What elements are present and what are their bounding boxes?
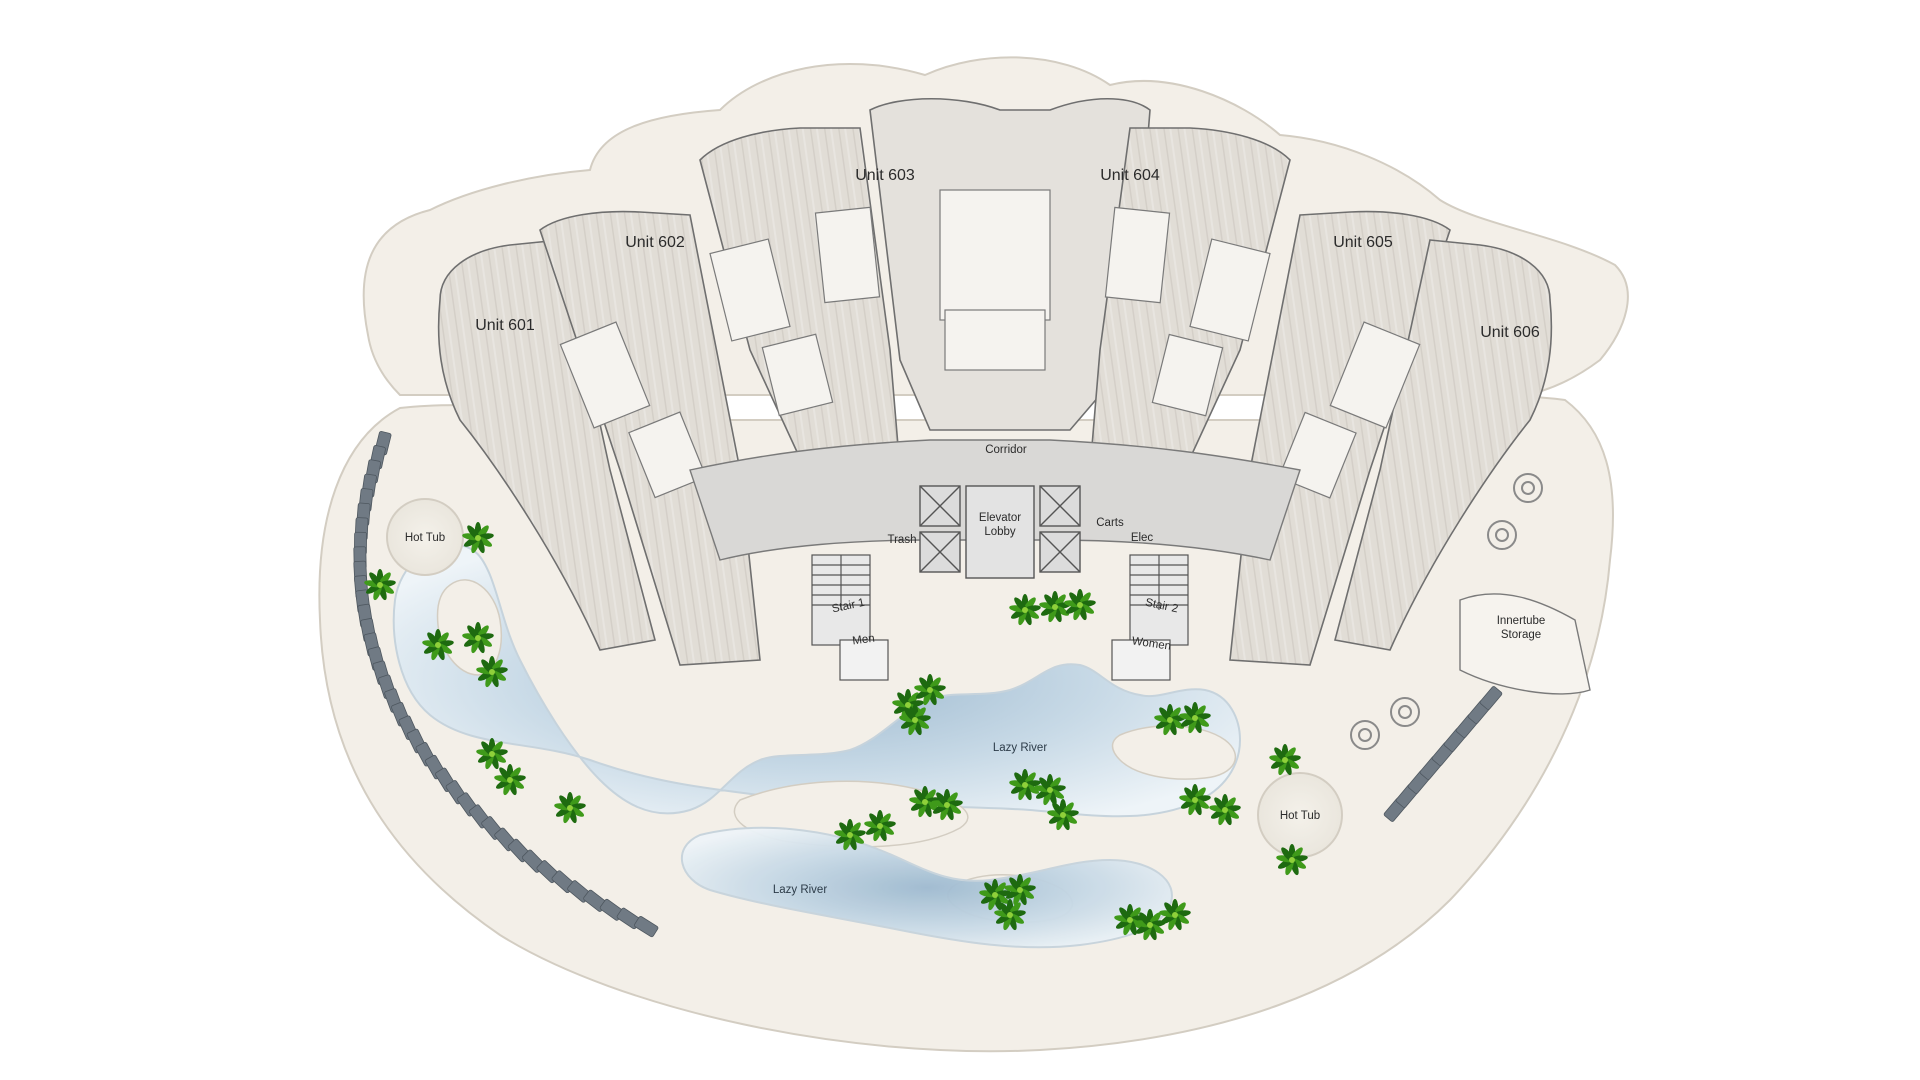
palm-tree-icon: [1134, 909, 1166, 941]
palm-tree-icon: [909, 786, 941, 818]
palm-tree-icon: [1209, 794, 1241, 826]
palm-tree-icon: [1034, 774, 1066, 806]
palm-tree-icon: [834, 819, 866, 851]
men-restroom-label: Men: [852, 633, 876, 648]
innertube-storage-label-2: Storage: [1501, 629, 1541, 641]
unit-606-floor[interactable]: [1334, 239, 1553, 651]
table-chairs-icon: [1487, 520, 1517, 550]
elec-label: Elec: [1131, 532, 1154, 544]
palm-tree-icon: [462, 622, 494, 654]
unit-601-floor[interactable]: [437, 239, 656, 651]
stair-1: [811, 554, 889, 681]
palm-tree-icon: [1159, 899, 1191, 931]
palm-tree-icon: [1039, 591, 1071, 623]
palm-tree-icon: [1047, 799, 1079, 831]
palm-trees: [364, 522, 1308, 941]
palm-tree-icon: [899, 704, 931, 736]
unit-603-label: Unit 603: [855, 167, 915, 184]
palm-tree-icon: [1064, 589, 1096, 621]
hot-tub-left: [386, 498, 464, 576]
unit-605-label: Unit 605: [1333, 234, 1393, 251]
unit-labels: Unit 601 Unit 602 Unit 603 Unit 604 Unit…: [475, 167, 1540, 341]
stair-2: [1111, 554, 1189, 681]
palm-tree-icon: [476, 656, 508, 688]
lounge-chairs: [353, 431, 1503, 938]
palm-tree-icon: [979, 879, 1011, 911]
palm-tree-icon: [931, 789, 963, 821]
palm-tree-icon: [1269, 744, 1301, 776]
hot-tub-right-label: Hot Tub: [1280, 810, 1320, 822]
innertube-storage-label-1: Innertube: [1497, 615, 1546, 627]
unit-interiors: [559, 189, 1421, 499]
palm-tree-icon: [1179, 784, 1211, 816]
elevator-lobby-label-1: Elevator: [979, 512, 1021, 524]
innertube-storage: [1459, 593, 1591, 695]
amenity-labels: Hot Tub Hot Tub Lazy River Lazy River In…: [405, 532, 1545, 896]
lazy-river-upper-label: Lazy River: [993, 742, 1047, 754]
lounge-chair-icon: [634, 916, 659, 938]
palm-tree-icon: [1179, 702, 1211, 734]
palm-tree-icon: [422, 629, 454, 661]
table-chairs-icon: [1513, 473, 1543, 503]
unit-602-label: Unit 602: [625, 234, 685, 251]
palm-tree-icon: [1009, 594, 1041, 626]
palm-tree-icon: [462, 522, 494, 554]
women-restroom-label: Women: [1131, 635, 1172, 652]
palm-tree-icon: [476, 738, 508, 770]
palm-tree-icon: [864, 810, 896, 842]
palm-tree-icon: [1009, 769, 1041, 801]
palm-tree-icon: [1004, 874, 1036, 906]
palm-tree-icon: [914, 674, 946, 706]
palm-tree-icon: [364, 569, 396, 601]
elevator-lobby-label-2: Lobby: [984, 526, 1016, 538]
stair-icon: [812, 555, 870, 610]
elevator-core: [919, 485, 1081, 579]
palm-tree-icon: [994, 899, 1026, 931]
hot-tub-left-label: Hot Tub: [405, 532, 445, 544]
lazy-river-lower-label: Lazy River: [773, 884, 827, 896]
palm-tree-icon: [554, 792, 586, 824]
palm-tree-icon: [1276, 844, 1308, 876]
corridor-label: Corridor: [985, 444, 1027, 456]
trash-label: Trash: [888, 534, 917, 546]
palm-tree-icon: [1154, 704, 1186, 736]
table-chairs-icon: [1390, 697, 1420, 727]
table-chairs-icon: [1350, 720, 1380, 750]
table-chairs-sets: [1350, 473, 1543, 750]
stair-icon: [1130, 555, 1188, 610]
unit-601-label: Unit 601: [475, 317, 535, 334]
units-floorplate: [437, 97, 1553, 666]
unit-606-label: Unit 606: [1480, 324, 1540, 341]
palm-tree-icon: [494, 764, 526, 796]
carts-label: Carts: [1096, 517, 1124, 529]
unit-604-label: Unit 604: [1100, 167, 1160, 184]
lounge-chair-icon: [1479, 686, 1503, 710]
